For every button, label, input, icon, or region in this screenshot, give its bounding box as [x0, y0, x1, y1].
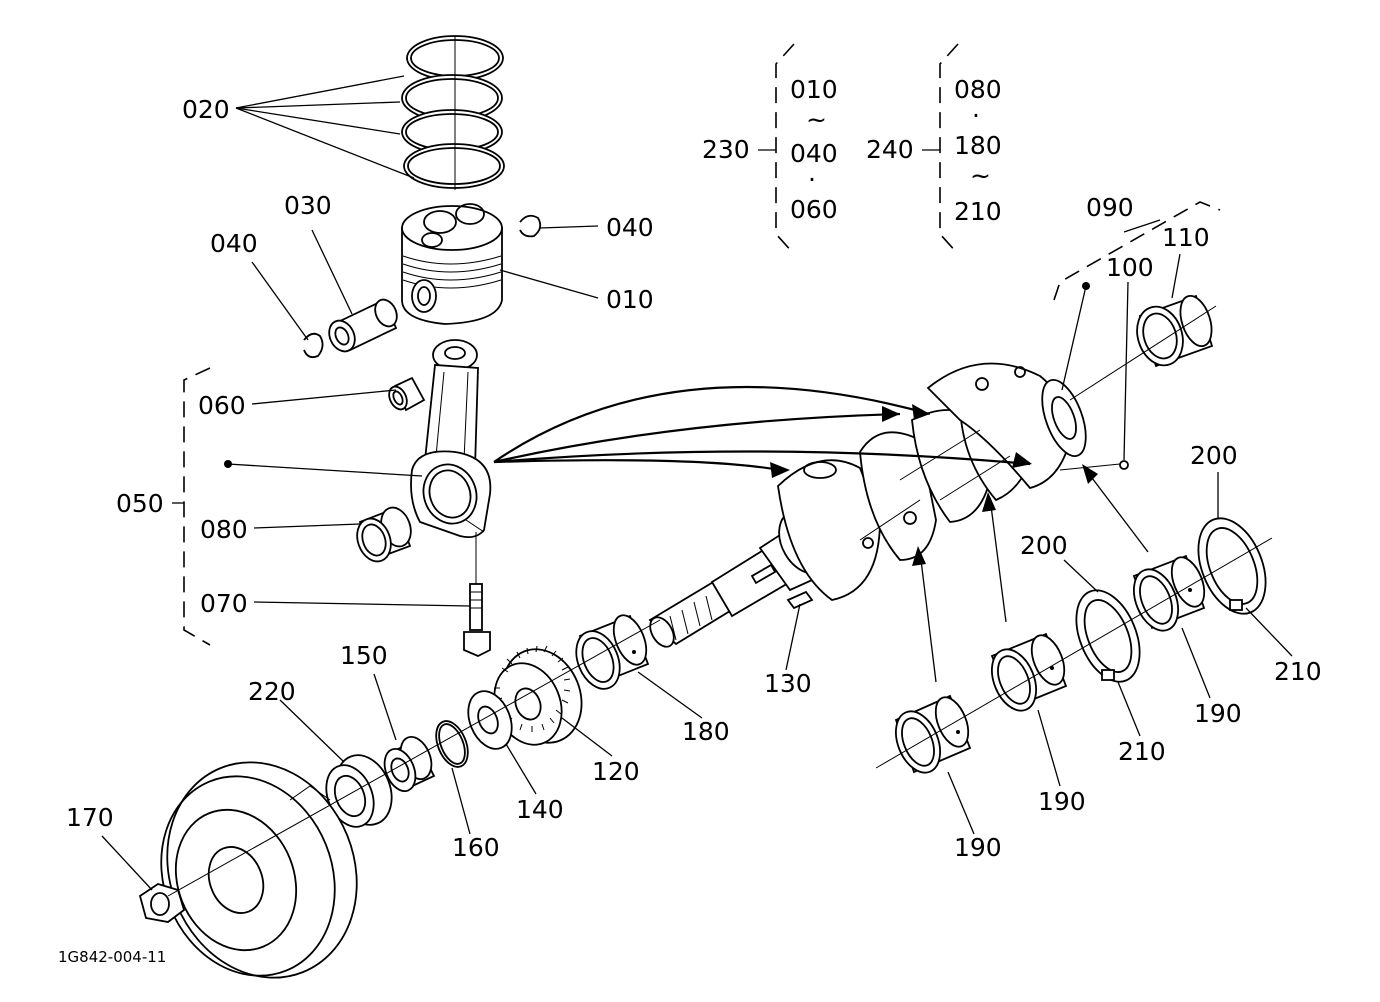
label-080: 080	[200, 515, 248, 544]
kit-bracket-240	[922, 43, 959, 255]
collar-150	[383, 736, 436, 792]
front-axis-line	[167, 619, 661, 897]
kit-230-label: 230	[702, 135, 750, 164]
label-050: 050	[116, 489, 164, 518]
assembly-bracket-090	[1053, 201, 1221, 301]
leader-lines	[101, 75, 1293, 891]
label-150: 150	[340, 641, 388, 670]
label-120: 120	[592, 757, 640, 786]
kit-240-label: 240	[866, 135, 914, 164]
label-020: 020	[182, 95, 230, 124]
kit-230-line2: 040	[790, 139, 838, 168]
piston-rings-020	[401, 35, 505, 190]
label-110: 110	[1162, 223, 1210, 252]
nut-170	[138, 883, 186, 923]
circlip-040-right	[519, 214, 542, 238]
crankshaft	[648, 362, 1087, 648]
label-160: 160	[452, 833, 500, 862]
label-140: 140	[516, 795, 564, 824]
rod-bearing-080	[356, 506, 412, 563]
bearing-190-lower	[894, 694, 972, 774]
kit-230-line3: 060	[790, 195, 838, 224]
kit-230-line1: 010	[790, 75, 838, 104]
small-end-bushing-060	[388, 376, 426, 412]
label-030: 030	[284, 191, 332, 220]
label-190-right: 190	[1194, 699, 1242, 728]
label-070: 070	[200, 589, 248, 618]
kit-240-sep1: ·	[972, 101, 980, 130]
label-100: 100	[1106, 253, 1154, 282]
oil-seal-220	[325, 754, 393, 828]
label-200-lower: 200	[1020, 531, 1068, 560]
kit-240-line3: 210	[954, 197, 1002, 226]
circlip-040-left	[303, 332, 324, 359]
label-190-middle: 190	[1038, 787, 1086, 816]
bearing-190-middle	[990, 632, 1068, 712]
collar-140	[467, 690, 513, 750]
kit-240-sep2: ~	[970, 161, 991, 190]
kit-230-sep1: ~	[806, 105, 827, 134]
label-040-left: 040	[210, 229, 258, 258]
bearing-190-upper	[1132, 554, 1206, 632]
woodruff-key-130	[786, 590, 814, 610]
piston-pin-030	[328, 298, 398, 353]
assembly-arrows	[493, 385, 1149, 683]
thrust-washer-200-lower	[1075, 589, 1141, 683]
label-130: 130	[764, 669, 812, 698]
label-090: 090	[1086, 193, 1134, 222]
label-200-upper: 200	[1190, 441, 1238, 470]
rod-bolt-070	[463, 532, 491, 657]
label-180: 180	[682, 717, 730, 746]
label-060: 060	[198, 391, 246, 420]
o-ring-160	[435, 720, 469, 768]
label-220: 220	[248, 677, 296, 706]
drawing-code: 1G842-004-11	[58, 948, 166, 966]
assembly-bracket-050	[183, 367, 211, 646]
label-170: 170	[66, 803, 114, 832]
label-040-right: 040	[606, 213, 654, 242]
kit-bracket-230	[758, 43, 795, 255]
label-010: 010	[606, 285, 654, 314]
connecting-rod-050	[410, 339, 492, 539]
kit-230-sep2: ·	[808, 165, 816, 194]
label-210-right: 210	[1274, 657, 1322, 686]
label-190-lower: 190	[954, 833, 1002, 862]
shaft-axis-line	[875, 537, 1273, 769]
label-210-lower: 210	[1118, 737, 1166, 766]
kit-240-line1: 080	[954, 75, 1002, 104]
bearing-180	[575, 614, 650, 690]
piston-010	[401, 203, 503, 325]
kit-240-line2: 180	[954, 131, 1002, 160]
bearing-110	[1136, 294, 1214, 368]
